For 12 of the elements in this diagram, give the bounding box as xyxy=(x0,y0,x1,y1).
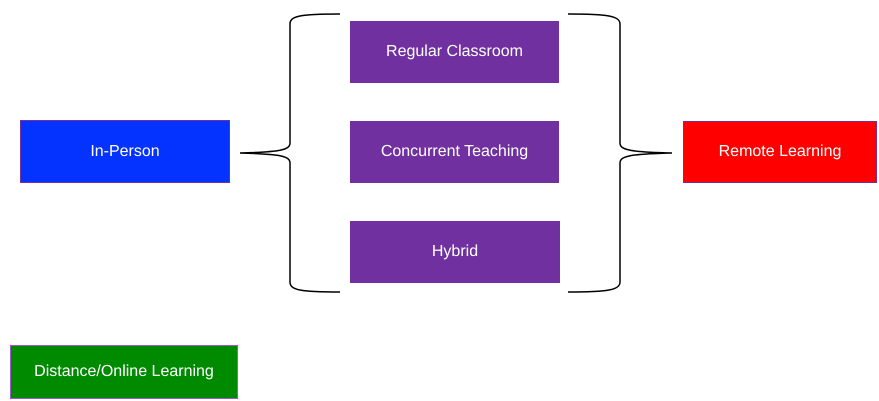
box-label: Regular Classroom xyxy=(386,43,523,61)
process-box xyxy=(350,21,559,83)
box-label: Distance/Online Learning xyxy=(34,363,214,381)
process-box xyxy=(10,345,238,399)
box-label: Concurrent Teaching xyxy=(380,143,528,161)
process-box xyxy=(683,121,877,183)
box-label: Hybrid xyxy=(432,243,478,261)
process-box xyxy=(350,121,559,183)
process-box xyxy=(20,120,230,183)
process-box xyxy=(350,221,560,283)
box-label: Remote Learning xyxy=(718,143,842,161)
box-label: In-Person xyxy=(90,142,160,160)
